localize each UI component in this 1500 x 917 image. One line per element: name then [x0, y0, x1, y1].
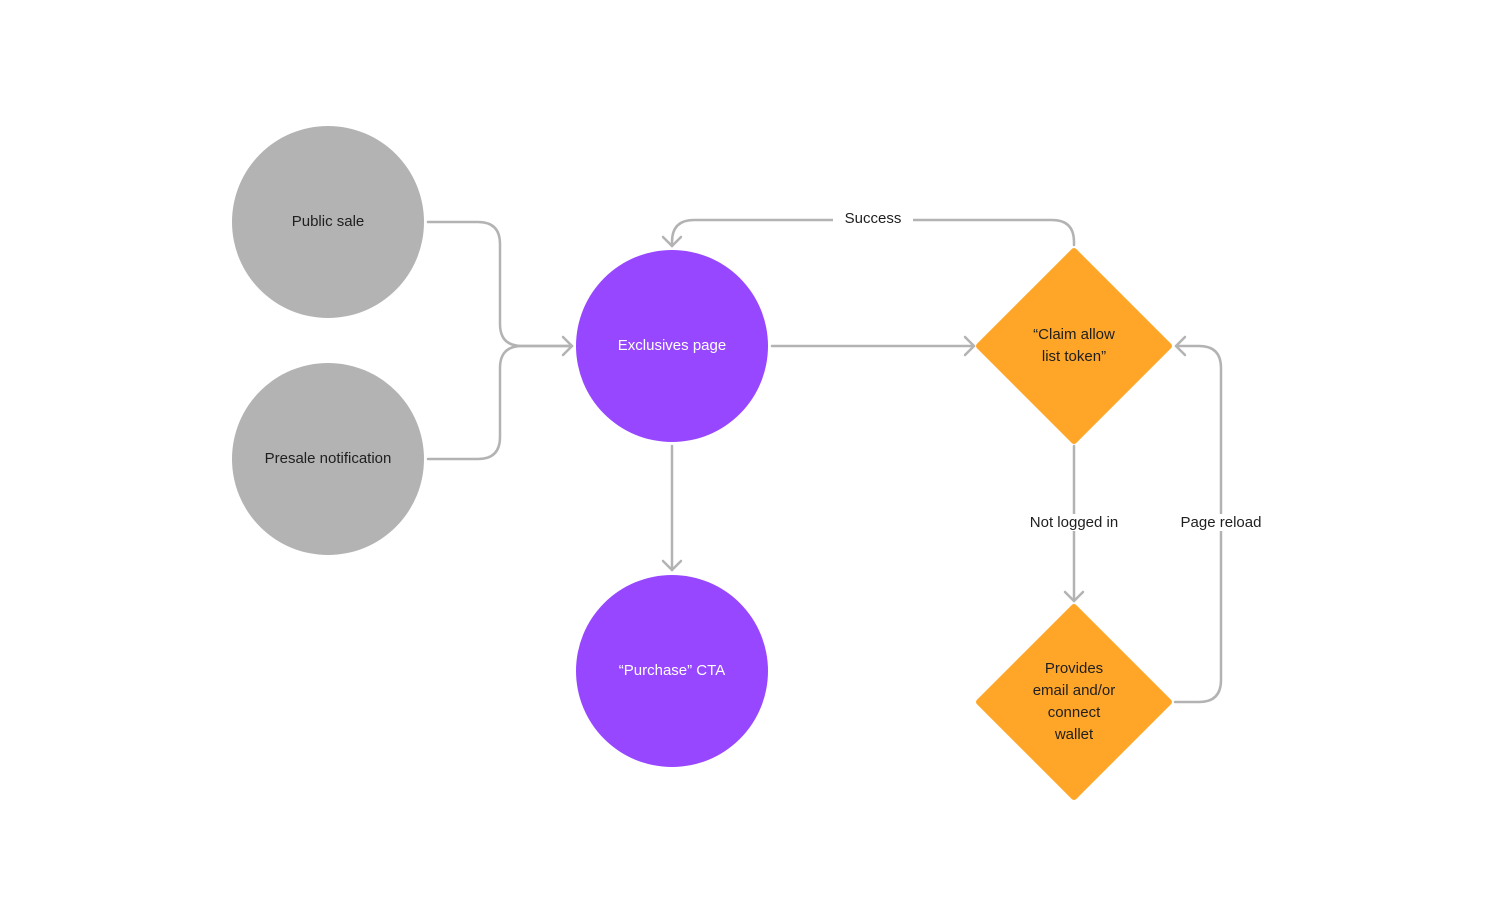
connector-public-sale [426, 220, 574, 348]
arrowhead-claim [963, 335, 976, 357]
arrowhead-provides [1063, 590, 1085, 603]
public-sale-node [232, 126, 424, 318]
success-label: Success [833, 210, 913, 227]
arrowhead-purchase [661, 559, 683, 572]
public-sale-label: Public sale [291, 213, 365, 230]
provides-email-node [976, 604, 1172, 800]
arrowhead-success [661, 235, 683, 248]
purchase-cta-node [576, 575, 768, 767]
arrowhead-page-reload [1174, 335, 1187, 357]
arrowhead-exclusives [561, 335, 574, 357]
purchase-cta-label: “Purchase” CTA [618, 662, 726, 679]
provides-email-label: Provides email and/or connect wallet [1032, 660, 1116, 743]
presale-notification-label: Presale notification [264, 450, 392, 467]
presale-notification-node [232, 363, 424, 555]
exclusives-page-node [576, 250, 768, 442]
claim-token-label: “Claim allow list token” [1033, 326, 1115, 365]
page-reload-label: Page reload [1172, 514, 1270, 531]
connector-presale [426, 344, 574, 461]
not-logged-in-label: Not logged in [1020, 514, 1128, 531]
claim-token-node [976, 248, 1172, 444]
exclusives-page-label: Exclusives page [617, 337, 727, 354]
